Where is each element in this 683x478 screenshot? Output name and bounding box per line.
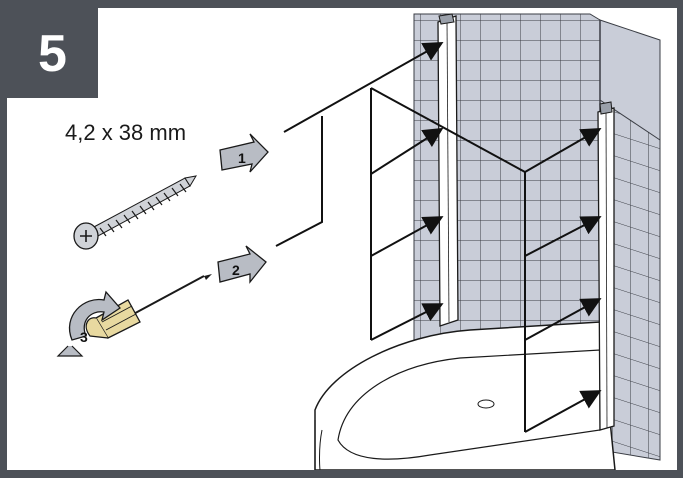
callout-three-label: 3: [80, 329, 88, 345]
wall-profile-left: [437, 13, 459, 327]
step-number: 5: [38, 25, 67, 83]
installation-illustration: 1 2 3: [56, 13, 661, 470]
callout-arrow-icon: 2: [217, 245, 267, 284]
callout-two-label: 2: [232, 262, 240, 278]
drill-guide-lines: [275, 42, 602, 433]
rotate-arrow-icon: 3: [56, 290, 121, 357]
step-badge: 5: [7, 8, 98, 98]
screw-icon: [73, 175, 197, 250]
diagram-panel: 1 2 3: [7, 8, 677, 470]
screw-spec-label: 4,2 x 38 mm: [65, 120, 187, 145]
callout-arrow-icon: 1: [219, 133, 269, 173]
shower-tray: [314, 321, 616, 470]
callout-one-label: 1: [238, 150, 246, 166]
wall-profile-right: [597, 101, 615, 431]
